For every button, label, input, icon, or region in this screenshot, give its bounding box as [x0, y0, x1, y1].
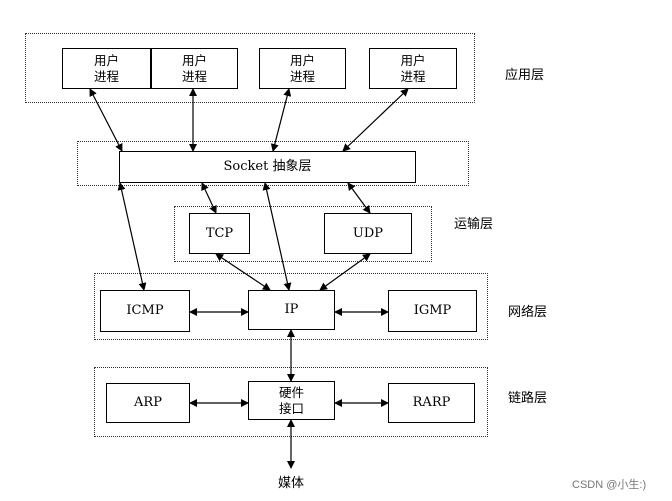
user-process-1-box: 用户 进程 [62, 48, 151, 89]
arrow-socket-tcp [201, 182, 217, 214]
arrow-tcp-ip [215, 253, 271, 291]
rarp-box: RARP [388, 383, 475, 423]
ip-label: IP [284, 302, 299, 317]
tcp-box: TCP [189, 213, 250, 254]
igmp-box: IGMP [388, 290, 477, 332]
arp-label: ARP [134, 395, 162, 410]
user-process-3-box: 用户 进程 [259, 48, 346, 89]
icmp-box: ICMP [100, 290, 190, 332]
transport-layer-label: 运输层 [454, 217, 494, 232]
udp-box: UDP [324, 213, 412, 254]
socket-layer-label: Socket 抽象层 [223, 159, 312, 174]
arrow-process1-socket [89, 88, 123, 152]
arrow-socket-udp [347, 182, 371, 214]
user-process-3-label: 用户 进程 [289, 52, 315, 84]
udp-label: UDP [352, 225, 384, 241]
transport-layer-frame [174, 206, 432, 262]
application-layer-frame [25, 33, 475, 103]
link-layer-label: 链路层 [508, 391, 548, 406]
rarp-label: RARP [412, 395, 451, 410]
arrow-process4-socket [342, 88, 409, 152]
arrow-socket-ip [262, 182, 292, 291]
socket-layer-box: Socket 抽象层 [119, 151, 416, 183]
arrow-process3-socket [270, 88, 292, 152]
igmp-label: IGMP [413, 303, 452, 318]
network-layer-label: 网络层 [508, 305, 548, 320]
media-label: 媒体 [278, 476, 305, 491]
arrow-udp-ip [319, 253, 371, 291]
user-process-2-label: 用户 进程 [181, 52, 207, 84]
arrow-socket-icmp [117, 182, 147, 291]
icmp-label: ICMP [126, 303, 164, 318]
ip-box: IP [248, 290, 335, 330]
hw-interface-label: 硬件 接口 [278, 384, 304, 416]
user-process-1-label: 用户 进程 [93, 52, 119, 84]
tcp-label: TCP [205, 225, 234, 241]
hw-interface-box: 硬件 接口 [248, 381, 335, 420]
user-process-2-box: 用户 进程 [151, 48, 238, 89]
application-layer-label: 应用层 [505, 68, 545, 83]
watermark-text: CSDN @小生:) [572, 479, 647, 491]
arp-box: ARP [106, 383, 190, 423]
user-process-4-label: 用户 进程 [400, 52, 426, 84]
user-process-4-box: 用户 进程 [369, 48, 457, 89]
